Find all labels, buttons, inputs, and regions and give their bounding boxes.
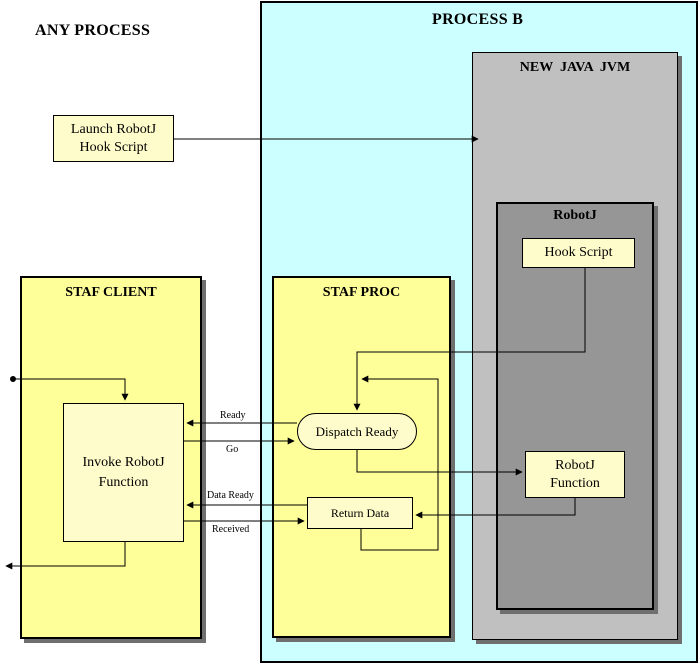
invoke-line-2: Function [98,474,149,490]
staf-client-title: STAF CLIENT [65,285,157,300]
hook-script-box: Hook Script [522,238,635,268]
robotj-function-box: RobotJ Function [525,451,625,498]
data-ready-label: Data Ready [207,490,254,501]
launch-hook-script-box: Launch RobotJ Hook Script [53,115,174,162]
received-label: Received [212,524,250,535]
dispatch-ready-node: Dispatch Ready [297,413,417,450]
launch-line-1: Launch RobotJ [70,121,157,137]
dispatch-to-function-arrow [356,450,523,476]
invoke-robotj-function-box: Invoke RobotJ Function [63,403,184,542]
any-process-title: ANY PROCESS [35,22,151,39]
function-to-return-arrow [415,498,576,519]
robotj-function-line-2: Function [550,475,600,491]
process-b-title: PROCESS B [432,11,524,28]
ready-label: Ready [220,410,246,421]
launch-line-2: Hook Script [79,139,148,155]
exit-arrow [5,542,126,570]
go-label: Go [226,444,239,455]
robotj-function-line-1: RobotJ [555,457,595,473]
staf-proc-container [272,276,451,638]
hook-to-dispatch-arrow [353,268,586,411]
robotj-container [496,202,654,610]
return-data-box: Return Data [307,497,413,529]
jvm-title: NEW JAVA JVM [519,60,631,75]
invoke-line-1: Invoke RobotJ [82,454,165,470]
staf-proc-title: STAF PROC [322,285,401,300]
return-loop-arrow [360,375,439,551]
entry-dot [10,376,16,382]
entry-arrow [13,378,129,401]
robotj-title: RobotJ [553,208,597,223]
